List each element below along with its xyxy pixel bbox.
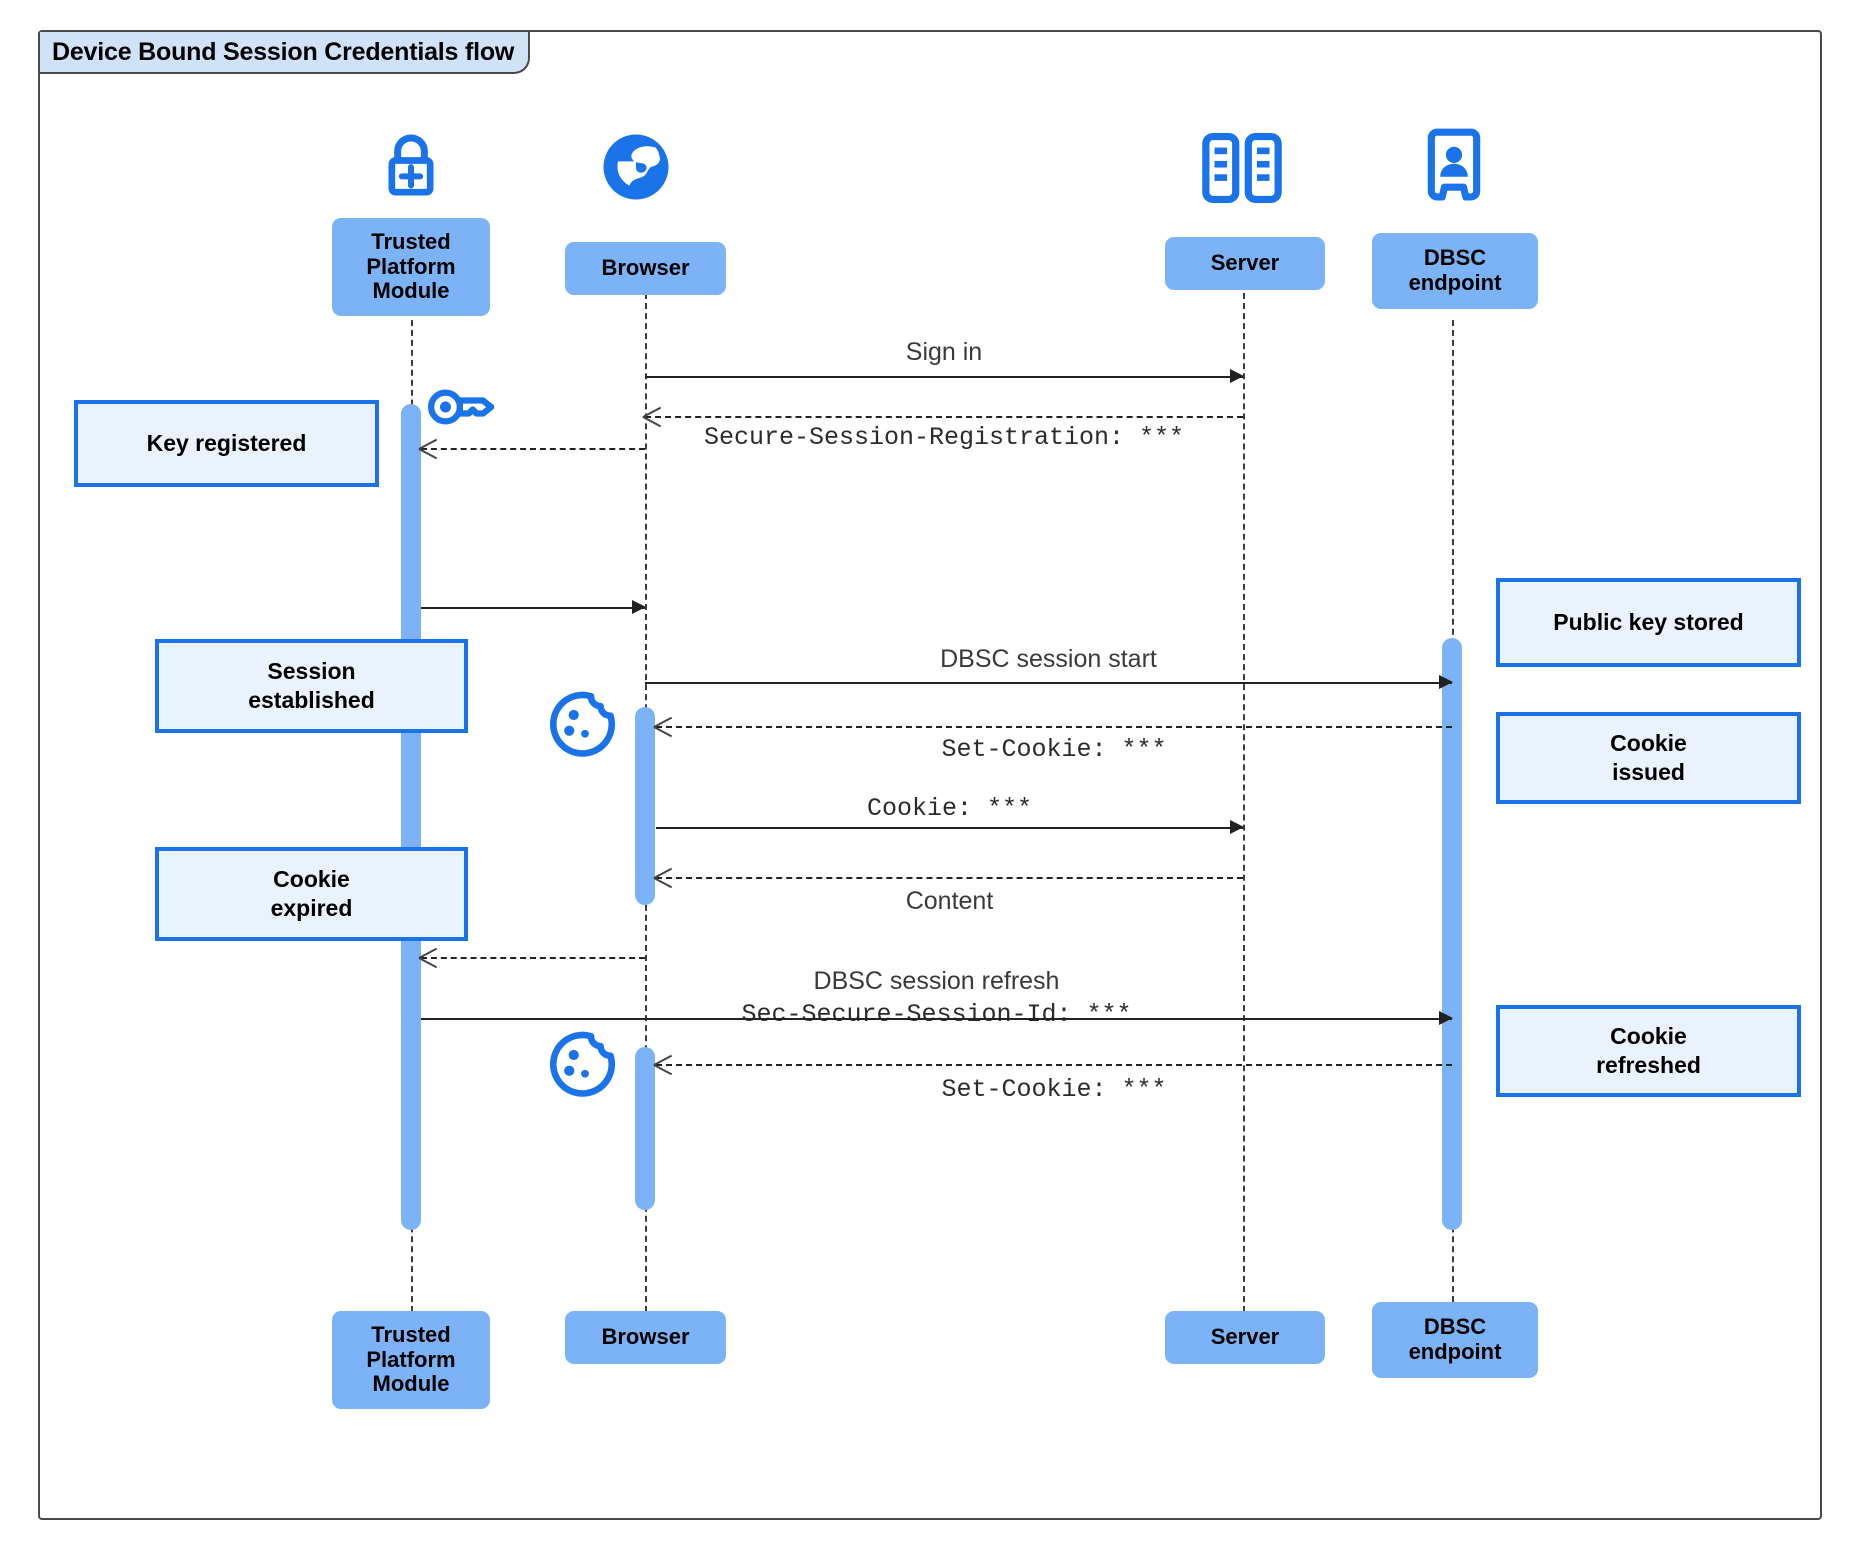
message-label-sign-in: Sign in bbox=[905, 338, 983, 366]
message-label-set-cookie-2: Set-Cookie: *** bbox=[941, 1075, 1167, 1104]
participant-label-dbsc-bottom-line1: DBSC bbox=[1423, 1314, 1487, 1340]
note-text-cookie-issued-line2: issued bbox=[1612, 759, 1685, 785]
id-badge-person-icon bbox=[1420, 128, 1488, 211]
message-label-content: Content bbox=[905, 887, 994, 915]
activation-bar-browser-2 bbox=[635, 1047, 655, 1210]
participant-label-tpm-bottom-line2: Platform bbox=[366, 1346, 456, 1372]
participant-label-tpm-line1: Trusted bbox=[371, 228, 451, 254]
message-label-secure-session-registration: Secure-Session-Registration: *** bbox=[703, 423, 1185, 452]
participant-label-dbsc-bottom-line2: endpoint bbox=[1408, 1339, 1502, 1364]
participant-box-tpm-top[interactable]: Trusted Platform Module bbox=[332, 218, 490, 316]
note-text-session-established-line2: established bbox=[248, 687, 375, 713]
message-label-cookie: Cookie: *** bbox=[866, 794, 1033, 823]
cookie-icon bbox=[546, 1028, 618, 1105]
participant-label-dbsc-line2: endpoint bbox=[1408, 270, 1502, 295]
note-text-key-registered: Key registered bbox=[146, 430, 307, 457]
message-label-dbsc-session-start: DBSC session start bbox=[940, 645, 1157, 673]
participant-box-browser-bottom[interactable]: Browser bbox=[565, 1311, 726, 1364]
lifeline-server bbox=[1243, 283, 1245, 1312]
note-text-cookie-issued-line1: Cookie bbox=[1610, 730, 1687, 757]
note-text-cookie-refreshed-line1: Cookie bbox=[1610, 1023, 1687, 1050]
participant-box-tpm-bottom[interactable]: Trusted Platform Module bbox=[332, 1311, 490, 1409]
activation-bar-browser-1 bbox=[635, 707, 655, 905]
note-text-public-key-stored: Public key stored bbox=[1553, 609, 1744, 636]
participant-box-dbsc-bottom[interactable]: DBSC endpoint bbox=[1372, 1302, 1538, 1378]
padlock-plus-icon bbox=[371, 128, 451, 213]
participant-box-server-top[interactable]: Server bbox=[1165, 237, 1325, 290]
participant-box-server-bottom[interactable]: Server bbox=[1165, 1311, 1325, 1364]
note-cookie-refreshed: Cookie refreshed bbox=[1496, 1005, 1801, 1097]
key-icon bbox=[425, 382, 501, 437]
note-text-session-established-line1: Session bbox=[267, 658, 356, 685]
participant-label-dbsc-line1: DBSC bbox=[1423, 245, 1487, 271]
participant-box-browser-top[interactable]: Browser bbox=[565, 242, 726, 295]
note-text-cookie-expired-line2: expired bbox=[270, 895, 353, 921]
activation-bar-tpm bbox=[401, 404, 421, 1230]
participant-label-tpm-bottom-line1: Trusted bbox=[371, 1321, 451, 1347]
participant-label-tpm-line3: Module bbox=[372, 278, 450, 304]
globe-icon bbox=[597, 128, 675, 211]
cookie-icon bbox=[546, 688, 618, 765]
participant-label-server-bottom: Server bbox=[1210, 1324, 1280, 1350]
participant-label-server: Server bbox=[1210, 250, 1280, 276]
message-label-dbsc-session-refresh: DBSC session refresh bbox=[813, 967, 1060, 995]
note-key-registered: Key registered bbox=[74, 400, 379, 487]
participant-label-tpm-line2: Platform bbox=[366, 253, 456, 279]
participant-label-tpm-bottom-line3: Module bbox=[372, 1371, 450, 1397]
note-text-cookie-refreshed-line2: refreshed bbox=[1596, 1052, 1701, 1078]
participant-box-dbsc-top[interactable]: DBSC endpoint bbox=[1372, 233, 1538, 309]
note-session-established: Session established bbox=[155, 639, 468, 733]
participant-label-browser-bottom: Browser bbox=[601, 1324, 690, 1350]
note-cookie-expired: Cookie expired bbox=[155, 847, 468, 941]
activation-bar-dbsc bbox=[1442, 638, 1462, 1230]
note-text-cookie-expired-line1: Cookie bbox=[273, 866, 350, 893]
diagram-title: Device Bound Session Credentials flow bbox=[40, 32, 531, 74]
note-cookie-issued: Cookie issued bbox=[1496, 712, 1801, 804]
note-public-key-stored: Public key stored bbox=[1496, 578, 1801, 667]
server-racks-icon bbox=[1198, 130, 1286, 211]
message-label-set-cookie-1: Set-Cookie: *** bbox=[941, 735, 1167, 764]
message-label-sec-secure-session-id: Sec-Secure-Session-Id: *** bbox=[741, 1000, 1132, 1029]
participant-label-browser: Browser bbox=[601, 255, 690, 281]
